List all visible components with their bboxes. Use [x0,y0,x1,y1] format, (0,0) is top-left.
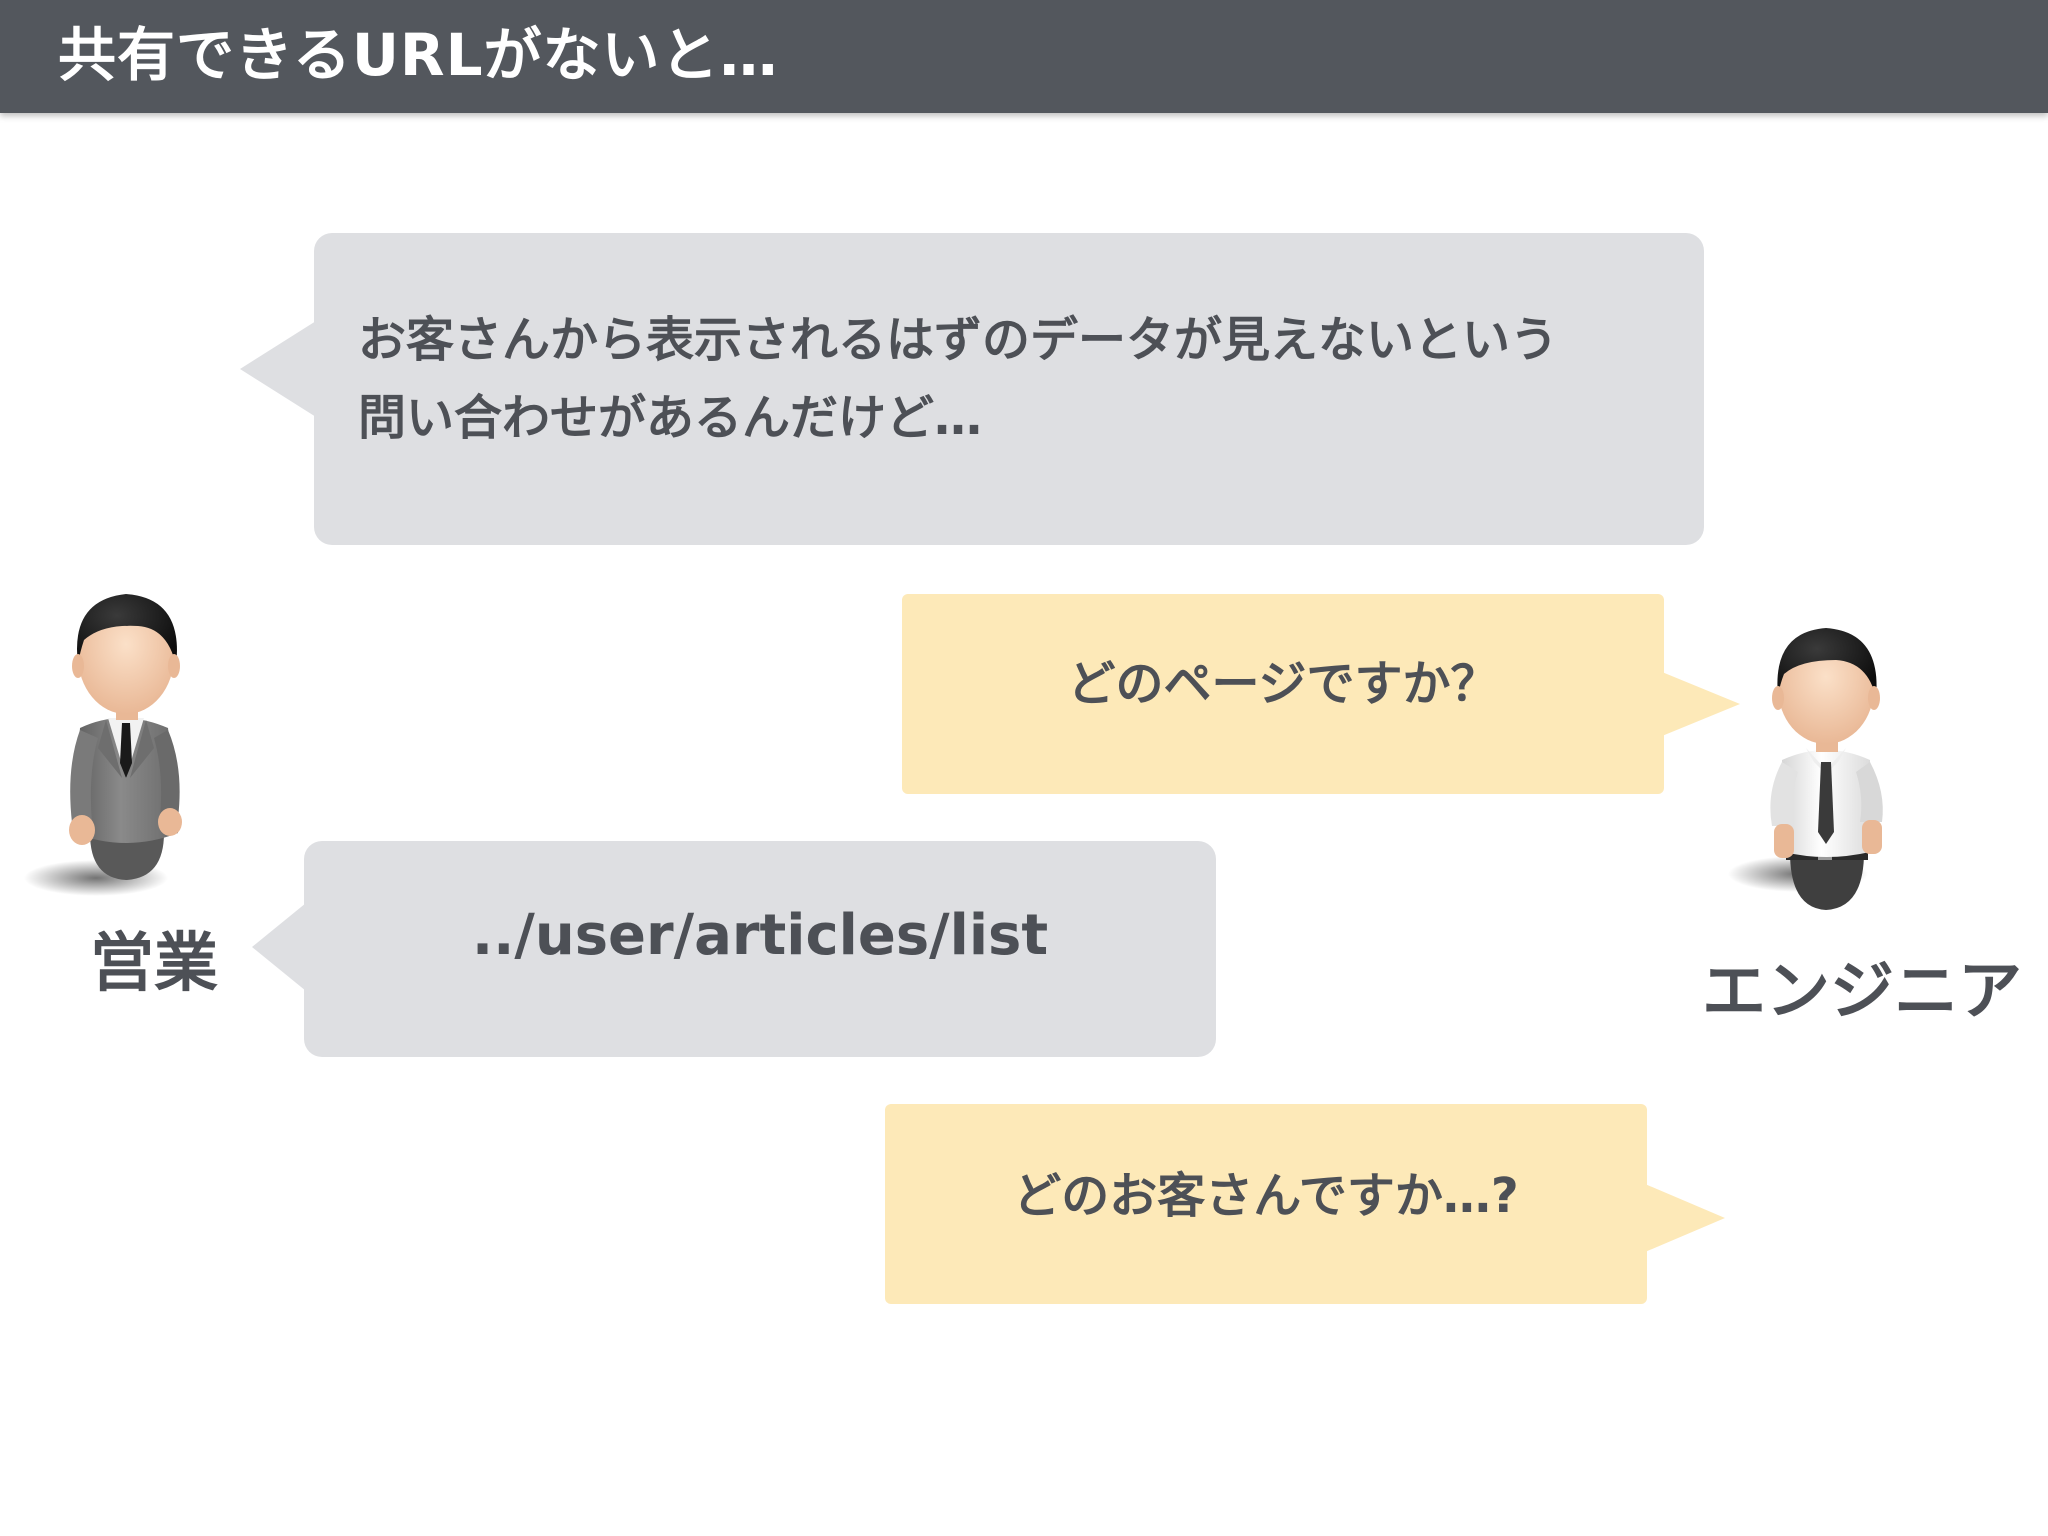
sales-message-1-line1: お客さんから表示されるはずのデータが見えないという [358,312,1559,368]
sales-speech-bubble-1: お客さんから表示されるはずのデータが見えないという 問い合わせがあるんだけど… [240,233,1704,545]
bubble-tail [252,903,306,991]
slide-title: 共有できるURLがないと… [58,21,779,89]
sales-person-figure [18,578,238,908]
engineer-person-figure [1718,612,1938,942]
sales-person-icon [24,594,182,896]
bubble-tail [240,321,316,417]
engineer-message-1: どのページですか？ [1067,656,1499,712]
engineer-speech-bubble-2: どのお客さんですか…? [885,1104,1725,1304]
sales-message-1-line2: 問い合わせがあるんだけど… [358,390,983,446]
bubble-tail [1662,672,1740,736]
sales-label: 営業 [90,927,218,1001]
engineer-label: エンジニア [1702,955,2022,1029]
engineer-message-2: どのお客さんですか…? [1013,1168,1519,1224]
sales-speech-bubble-2: ../user/articles/list [252,841,1216,1057]
engineer-speech-bubble-1: どのページですか？ [902,594,1740,794]
bubble-tail [1645,1184,1725,1252]
title-bar: 共有できるURLがないと… [0,0,2048,113]
sales-message-2: ../user/articles/list [471,903,1049,968]
sales-message-1: お客さんから表示されるはずのデータが見えないという 問い合わせがあるんだけど… [358,301,1558,457]
engineer-person-icon [1728,628,1883,910]
